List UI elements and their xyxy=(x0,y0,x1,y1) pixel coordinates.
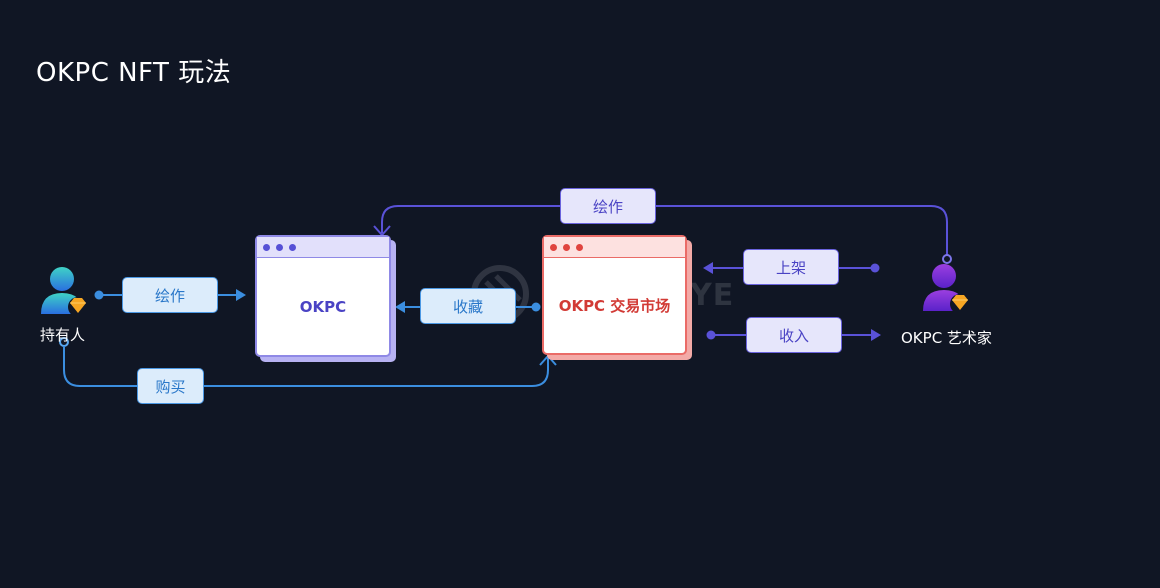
window-dot-icon xyxy=(576,243,583,251)
market-window-titlebar xyxy=(544,237,685,258)
holder-to-okpc-arrowhead-icon xyxy=(236,289,246,301)
holder-to-okpc-label: 绘作 xyxy=(122,277,218,313)
artist-anchor-dot xyxy=(942,254,952,264)
window-dot-icon xyxy=(563,243,570,251)
market-to-artist-label: 收入 xyxy=(746,317,842,353)
artist-to-okpc-label: 绘作 xyxy=(560,188,656,224)
okpc-window-titlebar xyxy=(257,237,389,258)
okpc-node: OKPC xyxy=(255,235,391,357)
market-node-label: OKPC 交易市场 xyxy=(558,297,671,315)
market-to-artist-arrowhead-icon xyxy=(871,329,881,341)
holder-to-market-line xyxy=(63,346,549,387)
okpc-node-label: OKPC xyxy=(299,297,347,316)
window-dot-icon xyxy=(550,243,557,251)
artist-label: OKPC 艺术家 xyxy=(901,329,992,347)
holder-label: 持有人 xyxy=(40,326,86,344)
market-node: OKPC 交易市场 xyxy=(542,235,687,355)
artist-to-okpc-line xyxy=(381,205,948,258)
artist-to-market-arrowhead-icon xyxy=(703,262,713,274)
watermark-text: YE xyxy=(690,278,735,313)
window-dot-icon xyxy=(276,243,283,251)
holder-person-icon xyxy=(41,267,83,314)
artist-to-market-label: 上架 xyxy=(743,249,839,285)
page-title: OKPC NFT 玩法 xyxy=(36,58,232,88)
window-dot-icon xyxy=(289,243,296,251)
window-dot-icon xyxy=(263,243,270,251)
holder-diamond-icon xyxy=(68,297,88,317)
holder-to-market-label: 购买 xyxy=(137,368,204,404)
artist-diamond-icon xyxy=(950,294,970,314)
market-to-okpc-label: 收藏 xyxy=(420,288,516,324)
market-to-okpc-arrowhead-icon xyxy=(395,301,405,313)
